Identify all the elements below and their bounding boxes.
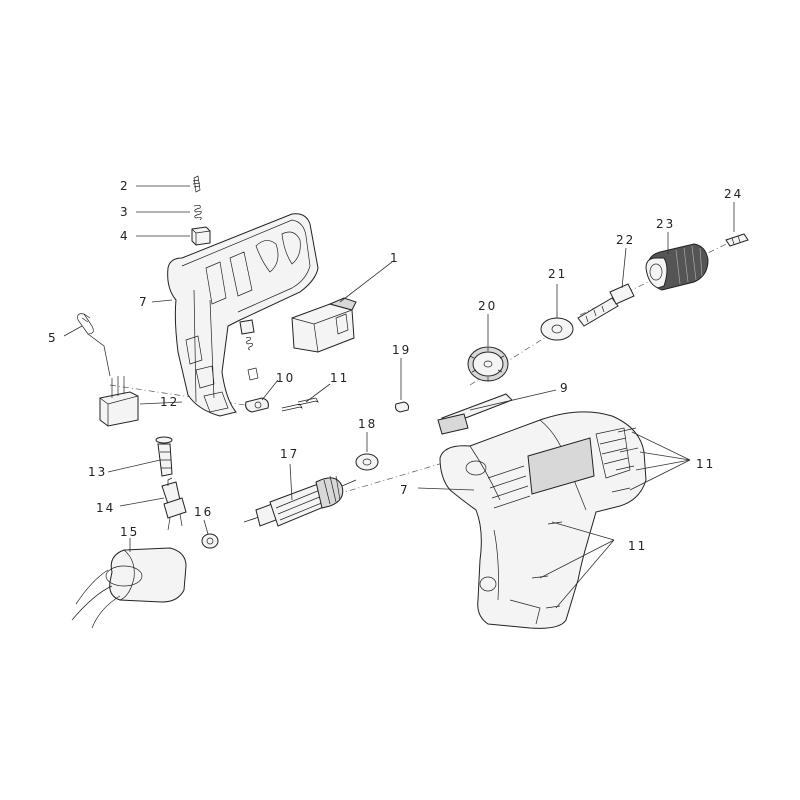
part-13-cord-guard [155,436,173,477]
part-14-power-plug [161,477,187,531]
label-11-housing-bottom: 11 [628,539,647,553]
part-7-assembled-housing [439,411,647,629]
label-12: 12 [160,395,179,409]
part-3-spring [193,204,202,221]
label-20: 20 [478,299,497,313]
part-7-housing-half [167,213,319,417]
label-2: 2 [120,179,130,193]
part-17-armature [243,475,357,527]
label-13: 13 [88,465,107,479]
part-12-capacitor [99,376,139,427]
part-22-spindle [577,283,635,327]
label-18: 18 [358,417,377,431]
part-15-stator [71,547,187,629]
part-4-brush-block [191,226,211,246]
part-9-nameplate [437,393,513,435]
label-15: 15 [120,525,139,539]
label-4: 4 [120,229,130,243]
assembly-axis-line [109,234,746,521]
part-20-gear [467,346,509,382]
part-21-spacer [540,317,574,341]
label-7-left: 7 [139,295,149,309]
part-23-chuck [645,243,709,291]
label-17: 17 [280,447,299,461]
inner-brush-holder [239,319,259,381]
label-22: 22 [616,233,635,247]
label-24: 24 [724,187,743,201]
label-21: 21 [548,267,567,281]
label-5: 5 [48,331,58,345]
leader-lines [63,185,735,609]
label-3: 3 [120,205,130,219]
part-24-chuck-screw [725,233,749,247]
label-11-clamp: 11 [330,371,349,385]
label-9: 9 [560,381,570,395]
label-10: 10 [276,371,295,385]
label-23: 23 [656,217,675,231]
part-10-cable-clamp [245,397,269,413]
label-16: 16 [194,505,213,519]
part-1-switch [291,297,357,353]
label-14: 14 [96,501,115,515]
label-1: 1 [390,251,400,265]
part-2-screw [192,175,201,193]
part-19-bushing [395,401,409,413]
part-16-bearing [201,533,219,549]
label-11-housing-top: 11 [696,457,715,471]
label-19: 19 [392,343,411,357]
part-11-screws-clamp [281,397,319,412]
part-18-bearing [355,453,379,471]
label-7-right: 7 [400,483,410,497]
part-labels: 2 3 4 7 1 5 9 10 11 12 13 14 15 16 17 18… [48,179,743,553]
part-5-cable-wire [77,313,111,377]
